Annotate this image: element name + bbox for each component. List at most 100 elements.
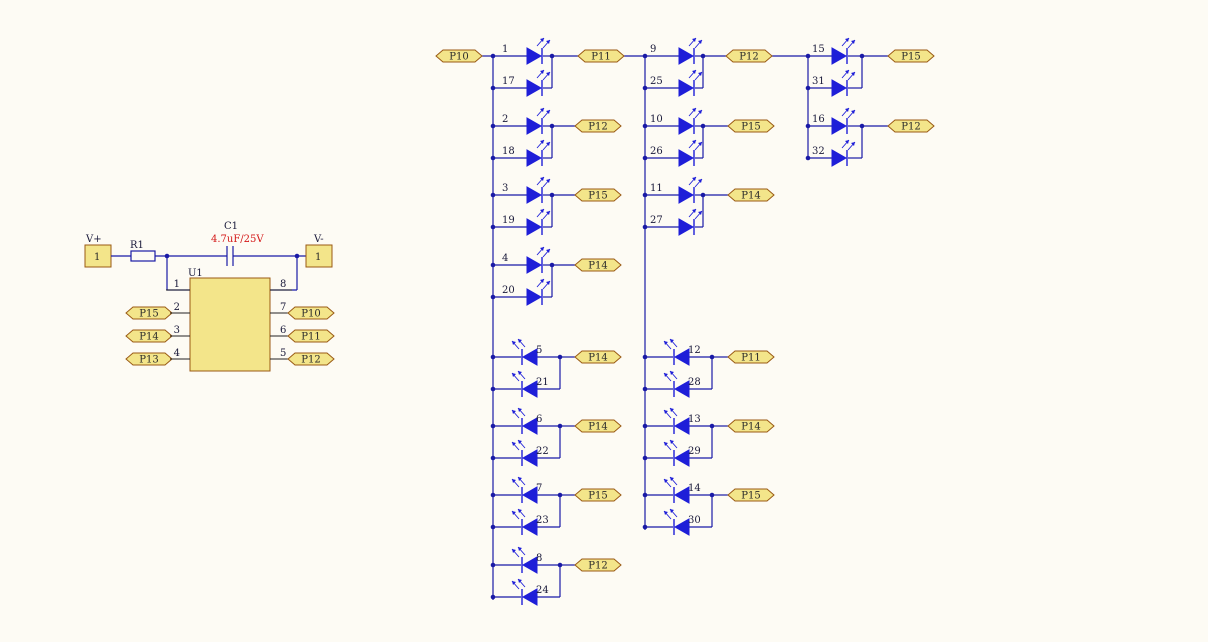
led-designator: 28 <box>688 377 701 388</box>
led-designator: 17 <box>502 76 515 87</box>
ic-pin-number: 3 <box>174 325 180 336</box>
led-designator: 18 <box>502 146 515 157</box>
led-26: 26 <box>650 139 703 167</box>
led-designator: 12 <box>688 345 701 356</box>
led-25: 25 <box>650 69 703 97</box>
net-port-label: P13 <box>139 355 158 366</box>
led-1: 1 <box>502 37 551 65</box>
net-port-p15: P15 <box>574 188 622 202</box>
led-designator: 20 <box>502 285 515 296</box>
led-designator: 31 <box>812 76 825 87</box>
power-port-vminus-pin: 1 <box>315 252 321 263</box>
led-27: 27 <box>650 208 703 236</box>
led-designator: 7 <box>536 483 542 494</box>
led-32: 32 <box>812 139 856 167</box>
resistor-r1-designator: R1 <box>130 240 144 251</box>
led-designator: 23 <box>536 515 549 526</box>
led-30: 30 <box>663 508 701 536</box>
net-port-label: P14 <box>588 261 607 272</box>
resistor-r1 <box>130 250 156 262</box>
net-port-label: P15 <box>901 52 920 63</box>
led-13: 13 <box>663 407 701 435</box>
net-port-label: P14 <box>741 191 760 202</box>
led-designator: 27 <box>650 215 663 226</box>
led-designator: 24 <box>536 585 549 596</box>
led-designator: 4 <box>502 253 508 264</box>
led-designator: 25 <box>650 76 663 87</box>
led-29: 29 <box>663 439 701 467</box>
led-designator: 8 <box>536 553 542 564</box>
led-designator: 16 <box>812 114 825 125</box>
led-designator: 30 <box>688 515 701 526</box>
net-port-label: P15 <box>588 491 607 502</box>
led-designator: 26 <box>650 146 663 157</box>
led-designator: 11 <box>650 183 663 194</box>
led-6: 6 <box>511 407 542 435</box>
led-31: 31 <box>812 69 856 97</box>
led-designator: 9 <box>650 44 656 55</box>
led-17: 17 <box>502 69 551 97</box>
net-port-label: P10 <box>449 52 468 63</box>
net-port-p14: P14 <box>574 258 622 272</box>
led-4: 4 <box>502 246 551 274</box>
led-designator: 32 <box>812 146 825 157</box>
net-port-label: P14 <box>139 332 158 343</box>
net-port-p10: P10 <box>287 306 335 320</box>
net-port-p11: P11 <box>727 350 775 364</box>
led-designator: 5 <box>536 345 542 356</box>
power-port-vminus-label: V- <box>313 234 324 245</box>
net-port-p12: P12 <box>725 49 773 63</box>
led-designator: 6 <box>536 414 542 425</box>
led-23: 23 <box>511 508 549 536</box>
led-19: 19 <box>502 208 551 236</box>
power-port-vplus-pin: 1 <box>94 252 100 263</box>
net-port-label: P15 <box>741 122 760 133</box>
capacitor-c1-value: 4.7uF/25V <box>211 234 264 245</box>
led-designator: 29 <box>688 446 701 457</box>
net-port-p15: P15 <box>574 488 622 502</box>
led-16: 16 <box>812 107 856 135</box>
ic-pin-number: 5 <box>280 348 286 359</box>
net-port-p12: P12 <box>287 352 335 366</box>
led-designator: 15 <box>812 44 825 55</box>
led-10: 10 <box>650 107 703 135</box>
net-port-label: P12 <box>588 122 607 133</box>
capacitor-c1-designator: C1 <box>224 221 238 232</box>
led-24: 24 <box>511 578 549 606</box>
net-port-label: P14 <box>741 422 760 433</box>
net-port-label: P12 <box>739 52 758 63</box>
ic-u1-body <box>189 277 271 372</box>
net-port-label: P14 <box>588 422 607 433</box>
ic-pin-number: 6 <box>280 325 286 336</box>
led-15: 15 <box>812 37 856 65</box>
ic-pin-number: 2 <box>174 302 180 313</box>
led-designator: 22 <box>536 446 549 457</box>
net-port-p12: P12 <box>574 119 622 133</box>
ic-pin-number: 8 <box>280 279 286 290</box>
led-designator: 10 <box>650 114 663 125</box>
led-8: 8 <box>511 546 542 574</box>
net-port-p11: P11 <box>287 329 335 343</box>
power-port-vplus-label: V+ <box>85 234 102 245</box>
ic-pin-number: 1 <box>174 279 180 290</box>
net-port-p14: P14 <box>125 329 173 343</box>
net-port-label: P12 <box>588 561 607 572</box>
led-11: 11 <box>650 176 703 204</box>
net-port-p15: P15 <box>727 119 775 133</box>
led-designator: 14 <box>688 483 701 494</box>
net-port-label: P12 <box>301 355 320 366</box>
led-designator: 21 <box>536 377 549 388</box>
net-port-p14: P14 <box>574 419 622 433</box>
led-designator: 3 <box>502 183 508 194</box>
net-port-label: P15 <box>741 491 760 502</box>
net-port-label: P11 <box>301 332 320 343</box>
net-port-label: P14 <box>588 353 607 364</box>
net-port-p11: P11 <box>577 49 625 63</box>
led-7: 7 <box>511 476 542 504</box>
led-22: 22 <box>511 439 549 467</box>
led-12: 12 <box>663 338 701 366</box>
power-port-vminus-box <box>305 244 333 268</box>
net-port-label: P15 <box>588 191 607 202</box>
